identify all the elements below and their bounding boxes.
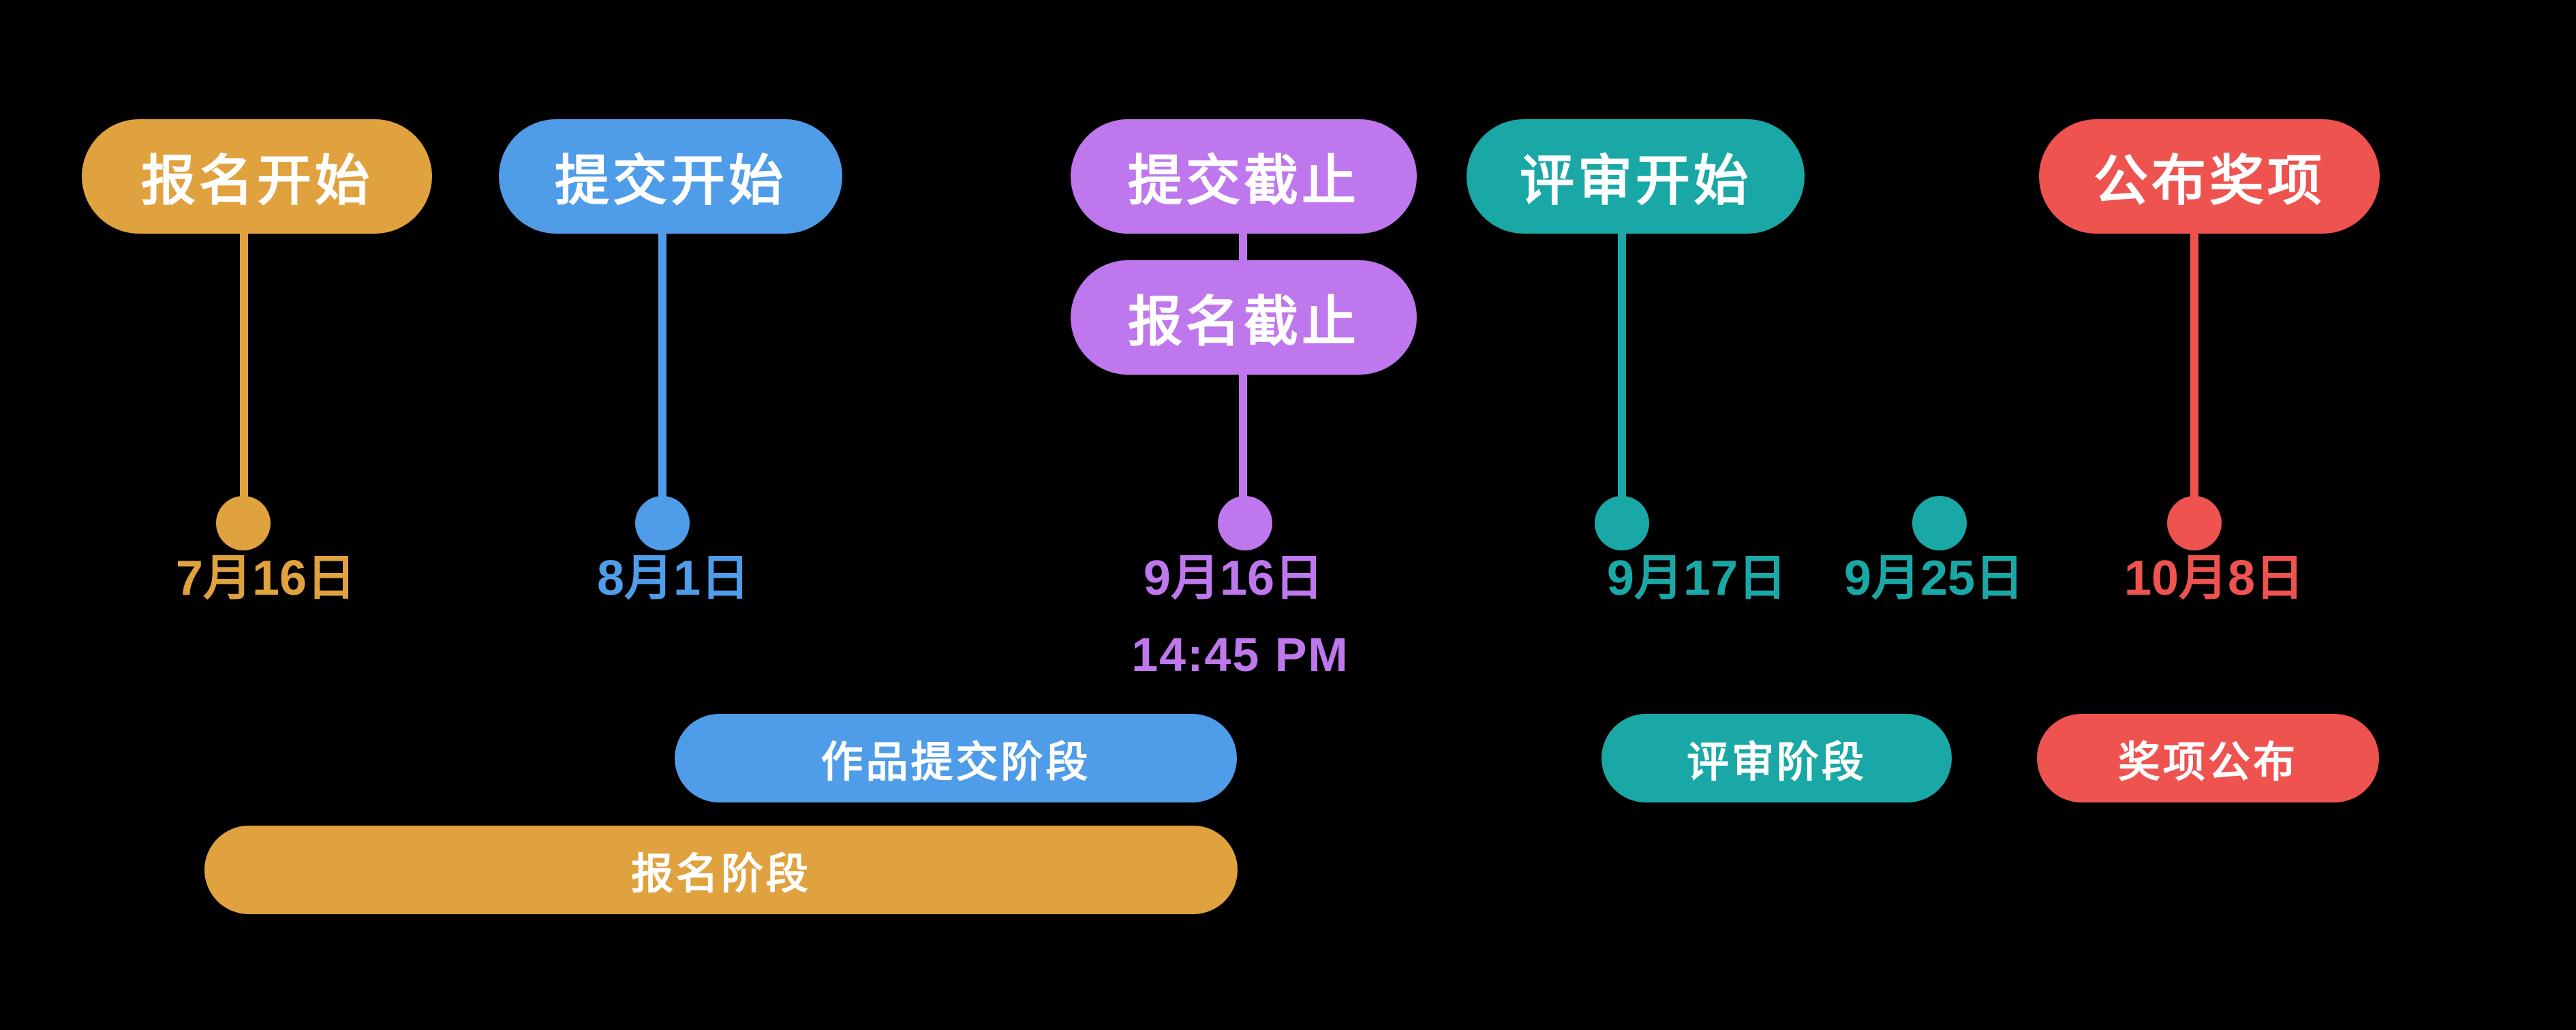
stem-submission-start	[658, 232, 666, 497]
date-submission-start: 8月1日	[596, 551, 750, 606]
stem-registration-start	[240, 232, 248, 497]
date-registration-start: 7月16日	[175, 551, 356, 606]
milestone-dot-submission-start	[635, 496, 690, 550]
milestone-dot-review-milestone	[1912, 496, 1967, 550]
date-review-start: 9月17日	[1606, 551, 1788, 606]
badge-submission-start: 提交开始	[499, 119, 842, 234]
milestone-dot-registration-start	[216, 496, 271, 550]
stem-awards-announcement	[2190, 232, 2198, 497]
milestone-dot-review-start	[1595, 496, 1649, 550]
phase-bar-registration: 报名阶段	[204, 826, 1238, 914]
badge-registration-start: 报名开始	[82, 119, 432, 234]
badge-submission-deadline: 提交截止	[1071, 119, 1417, 234]
badge-review-start: 评审开始	[1467, 119, 1805, 234]
stem-registration-deadline	[1239, 373, 1247, 497]
milestone-dot-deadline	[1218, 496, 1272, 550]
badge-registration-deadline: 报名截止	[1071, 260, 1417, 375]
connector-submission-registration-deadline	[1239, 232, 1247, 262]
phase-bar-awards: 奖项公布	[2037, 714, 2379, 802]
phase-bar-submission: 作品提交阶段	[675, 714, 1237, 802]
phase-bar-review: 评审阶段	[1601, 714, 1952, 802]
milestone-dot-awards-announcement	[2167, 496, 2222, 550]
date-deadline: 9月16日	[1143, 551, 1324, 606]
date-awards-announcement: 10月8日	[2123, 551, 2305, 606]
date-review-milestone: 9月25日	[1843, 551, 2025, 606]
time-deadline: 14:45 PM	[1131, 628, 1349, 681]
badge-awards-announcement: 公布奖项	[2039, 119, 2380, 234]
stem-review-start	[1618, 232, 1626, 497]
